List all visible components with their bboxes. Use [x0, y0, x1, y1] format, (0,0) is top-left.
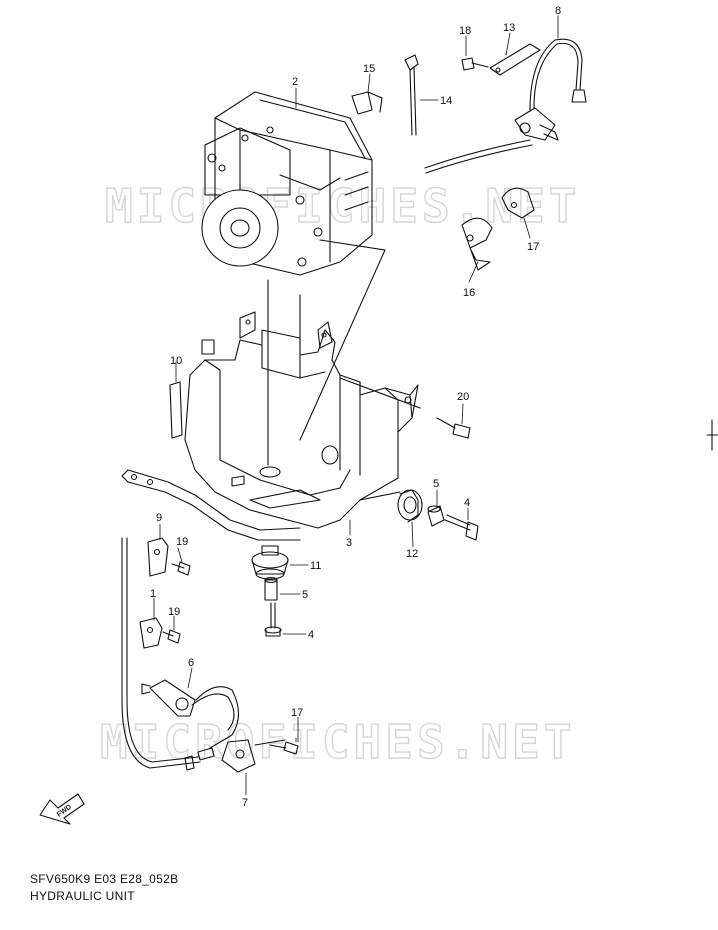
wire-clamp-7 — [221, 739, 286, 773]
sensor-bracket-1 — [139, 617, 163, 649]
front-sensor-9 — [424, 38, 587, 174]
part-label-18: 18 — [459, 25, 471, 37]
guide-line — [319, 239, 386, 251]
diagram-title: HYDRAULIC UNIT — [30, 889, 135, 903]
part-label-6: 6 — [188, 657, 194, 669]
forward-direction-arrow — [39, 793, 85, 825]
bolt-4-bottom — [264, 602, 282, 637]
part-label-10: 10 — [170, 355, 182, 367]
part-label-17-upper: 17 — [527, 241, 539, 253]
part-label-1: 1 — [150, 588, 156, 600]
part-label-4-right: 4 — [464, 497, 470, 509]
part-label-3: 3 — [346, 537, 352, 549]
bolt-17-bottom — [269, 741, 299, 755]
part-label-9: 8 — [555, 5, 561, 17]
collar-5-right — [427, 505, 445, 527]
clamp-16 — [461, 217, 493, 271]
clamp-17-upper — [501, 187, 535, 219]
watermark-top: MICROFICHES.NET — [105, 179, 580, 233]
cable-tie-14 — [404, 54, 419, 136]
bracket — [184, 311, 419, 529]
part-label-19-upper: 19 — [176, 536, 188, 548]
part-label-4-bottom: 4 — [308, 629, 314, 641]
bolt-19-lower — [162, 629, 181, 644]
clip-15 — [351, 91, 383, 115]
grommet-12 — [397, 489, 423, 523]
sensor-plate-13 — [489, 43, 541, 76]
part-label-19-lower: 19 — [168, 606, 180, 618]
collar-5-bottom — [264, 576, 278, 601]
bolt-19-upper — [171, 561, 191, 576]
hydraulic-unit-body — [201, 91, 373, 276]
grommet-11 — [251, 545, 289, 580]
rear-sensor-harness — [121, 537, 240, 771]
part-label-15: 15 — [363, 63, 375, 75]
watermark-bottom: MICROFICHES.NET — [100, 715, 575, 769]
part-label-5-right: 5 — [433, 478, 439, 490]
guide-line — [339, 377, 421, 409]
part-label-11: 11 — [310, 560, 321, 572]
diagram-code: SFV650K9 E03 E28_052B — [30, 872, 179, 886]
part-label-12: 12 — [406, 548, 418, 560]
part-label-5-bottom: 5 — [302, 589, 308, 601]
part-label-16: 16 — [463, 287, 475, 299]
part-label-14: 14 — [440, 95, 452, 107]
part-label-2: 2 — [292, 76, 298, 88]
part-label-20: 20 — [457, 391, 469, 403]
part-label-8: 9 — [156, 512, 162, 524]
bolt-18 — [461, 57, 489, 71]
guide-line — [299, 249, 386, 441]
bolt-4-right — [444, 514, 479, 541]
part-label-17-bottom: 17 — [291, 707, 303, 719]
bolt-20 — [436, 417, 471, 439]
part-label-7: 7 — [242, 797, 248, 809]
leader-lines — [153, 15, 559, 796]
brake-line-arm — [121, 469, 301, 541]
cushion-pad-10 — [169, 381, 183, 439]
part-label-13: 13 — [503, 22, 515, 34]
sensor-bracket-8 — [147, 537, 169, 577]
guide-line — [359, 491, 401, 501]
